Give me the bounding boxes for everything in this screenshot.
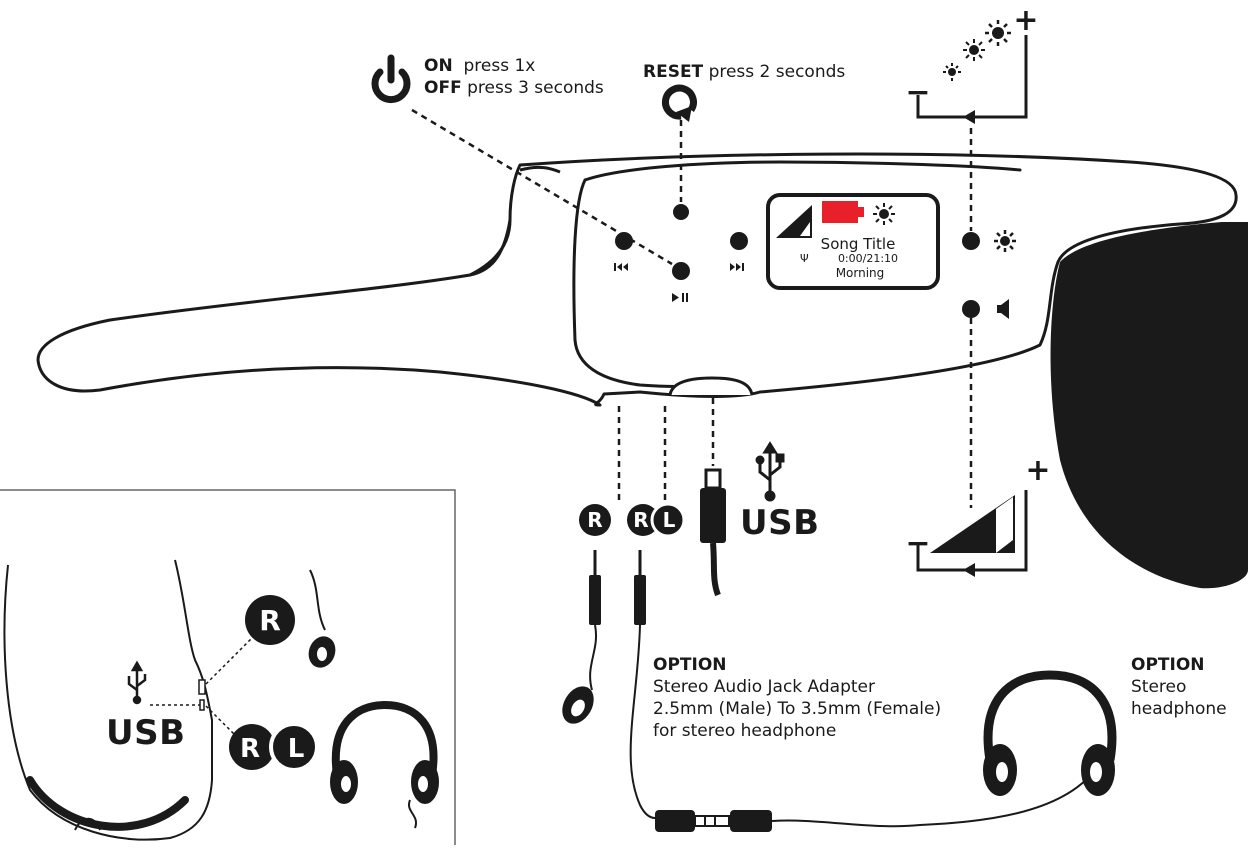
option-adapter-line3: for stereo headphone: [653, 721, 837, 741]
inset-rl-right: R: [240, 734, 260, 764]
next-icon: [730, 263, 744, 271]
option-adapter-line1: Stereo Audio Jack Adapter: [653, 677, 875, 697]
power-on-action: press 1x: [463, 56, 536, 76]
usb-icon: [755, 441, 785, 502]
brightness-plus: +: [1013, 3, 1038, 38]
audio-adapter-icon: [655, 744, 1101, 832]
volume-ramp-inner: [996, 497, 1013, 553]
port-housing: [668, 376, 754, 396]
inset-port-rect: [198, 679, 206, 695]
play-pause-icon: [672, 293, 688, 302]
volume-ramp-icon: [930, 495, 1015, 553]
reset-label: RESET press 2 seconds: [643, 62, 845, 83]
signal-icon: [776, 205, 812, 238]
previous-button-dot: [615, 232, 633, 250]
earbud-icon: [562, 686, 594, 724]
option-headphone-line1: Stereo: [1131, 677, 1187, 697]
option-adapter-line2: 2.5mm (Male) To 3.5mm (Female): [653, 699, 942, 719]
reset-icon: [661, 84, 697, 122]
inset-panel: R R L: [0, 489, 456, 845]
rl-badge-right: R: [633, 508, 648, 532]
option-adapter-heading: OPTION: [653, 655, 727, 676]
play-pause-button-dot: [672, 262, 690, 280]
stereo-jack-plug: [629, 550, 656, 819]
battery-icon: [822, 201, 858, 223]
next-button-dot: [730, 232, 748, 250]
right-badge-circle: [579, 504, 611, 536]
option-adapter-heading-text: OPTION: [653, 655, 727, 675]
reset-button-dot: [673, 204, 689, 220]
usb-plug: [700, 468, 726, 597]
mono-jack-plug: [589, 550, 601, 691]
signal-icon-inner: [800, 222, 810, 236]
lcd-brightness-icon: [873, 203, 895, 225]
brightness-icon: [994, 230, 1016, 252]
volume-button-dot: [962, 300, 980, 318]
lcd-time: 0:00/21:10: [837, 252, 899, 265]
rl-badge-left: L: [663, 508, 676, 532]
inset-right-badge: R: [259, 604, 281, 637]
headphone-icon: [983, 670, 1117, 796]
brightness-bracket-arrow: [963, 110, 975, 124]
leader-lines: [411, 108, 973, 508]
rl-badge-circle-r: [627, 504, 659, 536]
volume-minus: −: [905, 526, 930, 561]
lens-shape: [1050, 222, 1248, 589]
brightness-button-dot: [962, 232, 980, 250]
inset-usb-label: USB: [106, 713, 186, 753]
volume-icon: [997, 299, 1009, 319]
volume-plus: +: [1025, 453, 1050, 488]
option-headphone-heading-text: OPTION: [1131, 655, 1205, 675]
reset-title: RESET: [643, 62, 704, 82]
previous-icon: [614, 263, 628, 271]
inset-port-usb: [199, 699, 205, 711]
usb-label: USB: [740, 503, 820, 543]
battery-tip: [858, 207, 864, 217]
reset-action: press 2 seconds: [708, 62, 846, 82]
inset-rl-left: L: [288, 734, 305, 764]
lcd-song-title: Song Title: [820, 235, 896, 253]
brightness-steps-icon: [943, 20, 1011, 81]
power-on-title: ON: [424, 56, 453, 76]
power-off-title: OFF: [424, 78, 462, 98]
power-on-label: ON press 1x: [424, 56, 535, 77]
volume-bracket-arrow: [963, 563, 975, 577]
power-off-label: OFF press 3 seconds: [424, 78, 604, 99]
power-icon: [371, 54, 411, 104]
arm-hinge-line: [469, 165, 561, 277]
brightness-minus: −: [905, 75, 930, 110]
rl-badge-circle-l: [650, 502, 686, 538]
lcd-artist: Morning: [835, 266, 885, 280]
antenna-icon: Ψ: [800, 252, 809, 265]
option-headphone-heading: OPTION: [1131, 655, 1205, 676]
power-off-action: press 3 seconds: [467, 78, 604, 98]
right-badge: R: [587, 508, 602, 532]
option-headphone-line2: headphone: [1131, 699, 1227, 719]
